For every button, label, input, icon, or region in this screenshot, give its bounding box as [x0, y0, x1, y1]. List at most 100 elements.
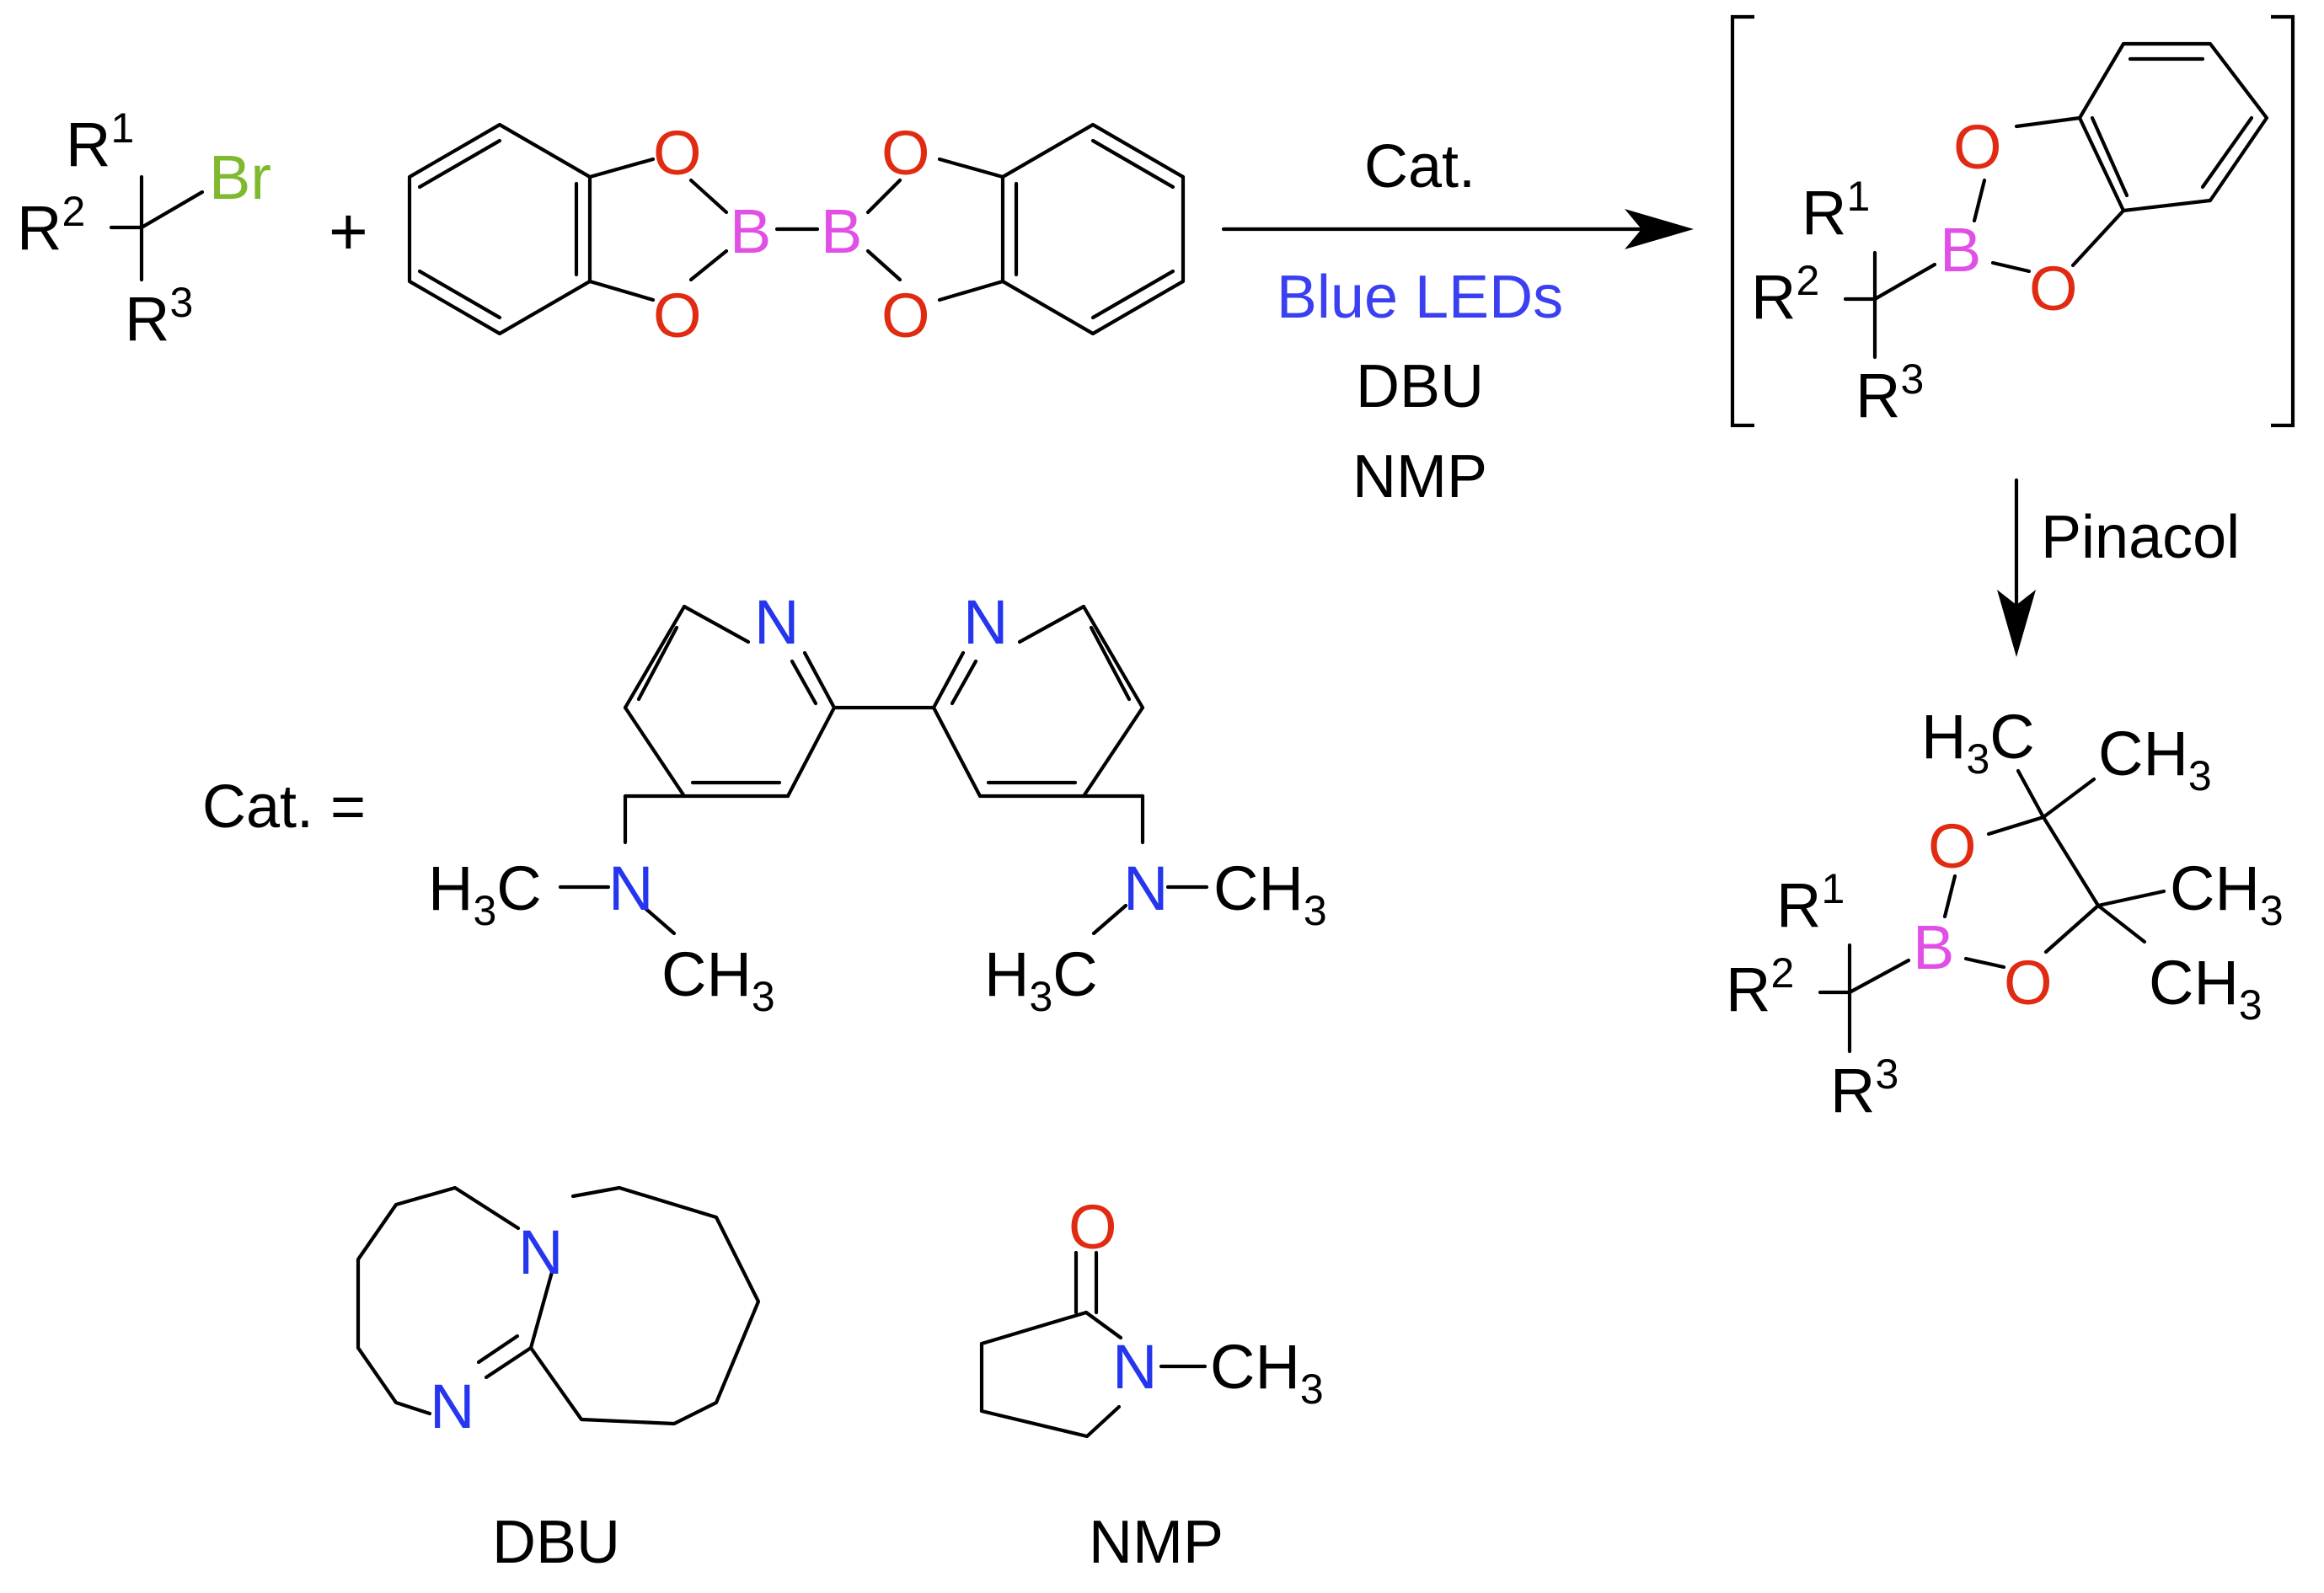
oxygen-label: O	[2004, 948, 2053, 1018]
svg-text:CH3: CH3	[1210, 1332, 1324, 1413]
ch3-subscript: 3	[2239, 981, 2262, 1029]
alkyl-pinacolboronate-product: H3C CH3 CH3 CH3 R1 R2 R3 B O O	[1726, 702, 2284, 1125]
r3-symbol: R	[1830, 1056, 1875, 1125]
oxygen-label: O	[1928, 811, 1977, 881]
svg-text:R1: R1	[66, 104, 134, 179]
catalyst-bipyridine-structure: N N N N H3C CH3 CH3 H3C	[428, 587, 1327, 1020]
condition-blue-leds: Blue LEDs	[1277, 264, 1563, 331]
r2-symbol: R	[1726, 954, 1770, 1024]
ch3-h: H	[2214, 853, 2259, 923]
condition-solvent: NMP	[1352, 443, 1487, 511]
svg-text:H3C: H3C	[984, 939, 1098, 1020]
plus-sign: +	[329, 194, 368, 269]
ch3-c: C	[2149, 948, 2193, 1018]
pinacol-arrow	[1997, 478, 2036, 657]
nitrogen-label: N	[430, 1371, 474, 1441]
svg-text:CH3: CH3	[2149, 948, 2262, 1029]
dbu-structure: N N	[356, 1185, 761, 1441]
h3c-subscript: 3	[473, 887, 496, 934]
alkyl-catecholborane-intermediate: R1 R2 R3 B O O	[1751, 41, 2269, 430]
oxygen-label: O	[653, 281, 702, 350]
oxygen-label: O	[1953, 112, 2002, 182]
ch3-subscript: 3	[2188, 752, 2212, 799]
svg-text:R2: R2	[17, 188, 85, 263]
boron-label: B	[1940, 215, 1981, 285]
nitrogen-label: N	[518, 1217, 563, 1287]
h3c-c: C	[1989, 702, 2034, 772]
r2-symbol: R	[17, 193, 62, 263]
ch3-subscript: 3	[1304, 887, 1327, 934]
r3-superscript: 3	[1900, 355, 1924, 403]
alkyl-bromide: R1 R2 R3 Br	[17, 104, 271, 354]
ch3-subscript: 3	[1300, 1366, 1324, 1413]
catalyst-definition: Cat. =	[202, 773, 366, 841]
r1-symbol: R	[1776, 870, 1821, 940]
ch3-c: C	[2098, 719, 2143, 788]
nitrogen-label: N	[754, 587, 799, 657]
r2-symbol: R	[1751, 262, 1796, 332]
r3-superscript: 3	[169, 279, 193, 326]
h3c-subscript: 3	[1966, 735, 1989, 783]
ch3-c: C	[1210, 1332, 1255, 1402]
reagent-pinacol: Pinacol	[2041, 504, 2240, 571]
condition-base: DBU	[1356, 353, 1484, 420]
h3c-c: C	[1052, 939, 1097, 1009]
nmp-name: NMP	[1089, 1509, 1224, 1576]
ch3-subscript: 3	[752, 973, 775, 1020]
oxygen-label: O	[1068, 1192, 1117, 1262]
h3c-c: C	[496, 853, 541, 923]
svg-text:CH3: CH3	[661, 939, 775, 1020]
oxygen-label: O	[653, 118, 702, 188]
ch3-c: C	[661, 939, 706, 1009]
svg-text:R3: R3	[1830, 1050, 1898, 1125]
svg-text:CH3: CH3	[2098, 719, 2212, 799]
svg-text:R1: R1	[1802, 173, 1870, 248]
boron-label: B	[821, 196, 862, 266]
dbu-name: DBU	[492, 1509, 620, 1576]
h3c-h: H	[1921, 702, 1966, 772]
h3c-h: H	[984, 939, 1029, 1009]
oxygen-label: O	[2029, 254, 2078, 323]
svg-text:H3C: H3C	[1921, 702, 2035, 783]
ch3-h: H	[1258, 853, 1303, 923]
boron-label: B	[730, 196, 771, 266]
nitrogen-label: N	[1123, 853, 1168, 923]
r3-superscript: 3	[1875, 1050, 1898, 1098]
r3-symbol: R	[125, 284, 169, 354]
nitrogen-label: N	[608, 853, 653, 923]
svg-text:CH3: CH3	[1213, 853, 1327, 934]
ch3-h: H	[2143, 719, 2187, 788]
ch3-c: C	[2170, 853, 2214, 923]
h3c-h: H	[428, 853, 473, 923]
h3c-subscript: 3	[1029, 973, 1052, 1020]
r2-superscript: 2	[1796, 257, 1819, 304]
ch3-h: H	[1255, 1332, 1299, 1402]
nmp-structure: O N CH3	[979, 1192, 1324, 1439]
reaction-arrow	[1221, 209, 1694, 249]
ch3-c: C	[1213, 853, 1258, 923]
svg-text:R1: R1	[1776, 865, 1845, 940]
svg-text:CH3: CH3	[2170, 853, 2284, 934]
condition-catalyst: Cat.	[1364, 133, 1475, 200]
ch3-h: H	[2193, 948, 2238, 1018]
r1-superscript: 1	[110, 104, 134, 152]
boron-label: B	[1913, 912, 1954, 982]
oxygen-label: O	[881, 118, 930, 188]
bis-catecholato-diboron: O O B B O O	[407, 118, 1186, 350]
svg-text:R2: R2	[1751, 257, 1819, 332]
r1-symbol: R	[1802, 178, 1846, 248]
r3-symbol: R	[1855, 361, 1900, 430]
ch3-subscript: 3	[2260, 887, 2284, 934]
bromine-label: Br	[209, 142, 271, 212]
r2-superscript: 2	[1770, 949, 1794, 997]
r2-superscript: 2	[62, 188, 85, 235]
oxygen-label: O	[881, 281, 930, 350]
svg-text:R3: R3	[125, 279, 193, 354]
r1-superscript: 1	[1846, 173, 1870, 220]
svg-text:R2: R2	[1726, 949, 1794, 1024]
svg-text:R3: R3	[1855, 355, 1924, 430]
r1-superscript: 1	[1821, 865, 1845, 912]
nitrogen-label: N	[963, 587, 1008, 657]
intermediate-bracket	[1730, 14, 2295, 428]
